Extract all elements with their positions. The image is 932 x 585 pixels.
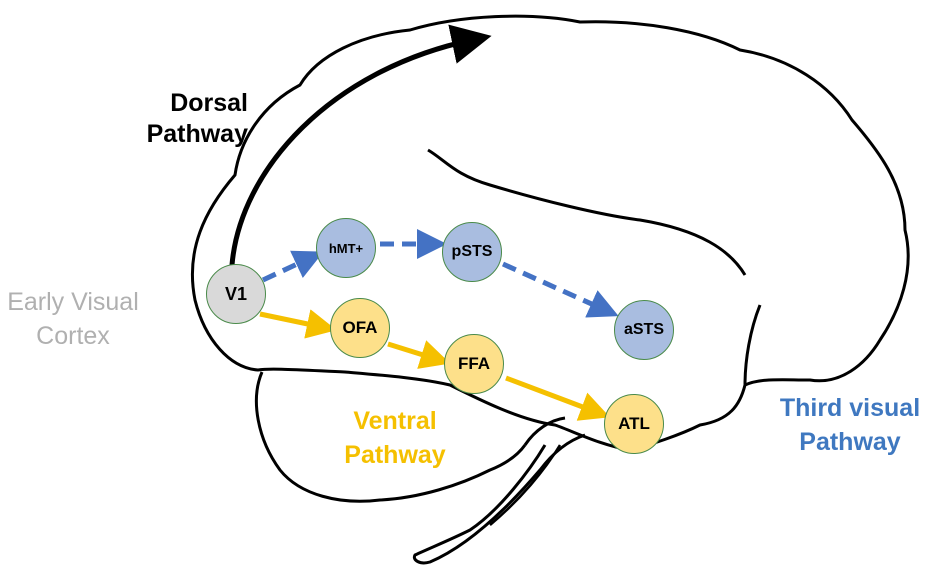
brainstem-inner-line [489,444,562,526]
temporal-lobe-contour [743,304,762,386]
node-atl-label: ATL [618,414,650,433]
node-hmt-label: hMT+ [328,240,364,256]
node-psts: pSTS [442,222,502,282]
node-ofa: OFA [330,298,390,358]
node-atl: ATL [604,394,664,454]
third-visual-pathway-label: Third visual Pathway [779,394,921,456]
arrow-ofa-to-ffa [387,340,451,369]
cerebrum-outline [190,14,910,452]
node-asts-label: aSTS [623,321,664,338]
node-hmt: hMT+ [316,218,376,278]
node-ffa-label: FFA [457,354,491,373]
dorsal-pathway-arrow [229,24,492,266]
lateral-fissure [427,148,747,276]
node-v1-label: V1 [224,283,248,304]
early-visual-cortex-label: Early Visual Cortex [7,288,139,350]
arrow-psts-to-asts [501,261,619,318]
node-ofa-label: OFA [342,318,378,337]
arrow-v1-to-ofa [259,309,337,339]
ventral-pathway-label: Ventral Pathway [344,407,446,469]
node-asts: aSTS [614,300,674,360]
node-v1: V1 [206,264,266,324]
node-psts-label: pSTS [451,243,493,260]
dorsal-pathway-label: Dorsal Pathway [146,89,248,149]
node-ffa: FFA [444,334,504,394]
brainstem-outline [412,416,586,565]
cerebellum-outline [255,371,527,503]
arrow-v1-to-hmt [261,250,324,283]
arrow-ffa-to-atl [505,375,611,421]
